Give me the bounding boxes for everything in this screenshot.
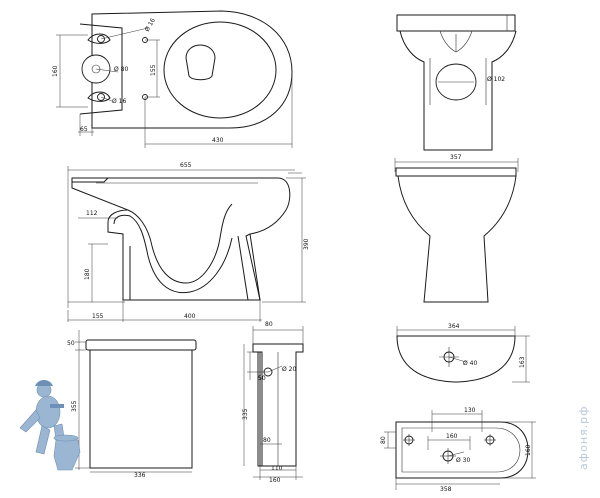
side-dim-155: 155 — [92, 313, 104, 320]
lid-top-dim-130: 130 — [464, 407, 476, 414]
tank-dim-336: 336 — [134, 472, 146, 479]
top-dim-d16-b: Ø 16 — [112, 98, 126, 105]
lid-dim-163: 163 — [519, 356, 526, 368]
lid-top-view: 130 160 Ø 30 80 160 358 — [380, 407, 536, 493]
front-top-view: Ø 102 — [396, 14, 517, 151]
lid-front-view: 364 Ø 40 163 — [396, 323, 530, 383]
top-view: 160 155 Ø 16 Ø 80 Ø 16 65 430 — [52, 10, 293, 148]
front-top-dim-d102: Ø 102 — [487, 76, 505, 83]
side-dim-112: 112 — [86, 210, 98, 217]
top-dim-65: 65 — [80, 126, 88, 133]
lid-dim-364: 364 — [448, 323, 460, 330]
tank-sec-dim-80-bottom: 80 — [263, 437, 271, 444]
watermark: афоня.рф — [577, 405, 590, 470]
lid-dim-d40: Ø 40 — [463, 360, 477, 367]
top-dim-d80: Ø 80 — [114, 66, 128, 73]
front-dim-357: 357 — [450, 154, 462, 161]
lid-top-dim-160-h: 160 — [525, 444, 532, 456]
lid-top-dim-80: 80 — [380, 436, 387, 444]
tank-sec-dim-335: 335 — [242, 408, 249, 420]
tank-sec-dim-80-top: 80 — [265, 321, 273, 328]
side-dim-655: 655 — [180, 162, 192, 169]
front-view: 357 — [394, 154, 519, 303]
top-dim-155: 155 — [150, 64, 157, 76]
lid-top-dim-d30: Ø 30 — [456, 457, 470, 464]
tank-section-view: 80 Ø 20 50 335 80 110 160 — [242, 321, 304, 484]
watermark-text: афоня.рф — [577, 405, 590, 470]
top-dim-430: 430 — [212, 137, 224, 144]
tank-dim-355: 355 — [71, 400, 78, 412]
tank-sec-dim-d20: Ø 20 — [282, 366, 296, 373]
side-dim-180: 180 — [84, 268, 91, 280]
tank-front-view: 50 355 336 — [67, 330, 197, 479]
side-section-view: 655 112 390 180 155 400 — [67, 162, 310, 322]
side-dim-390: 390 — [303, 238, 310, 250]
tank-sec-dim-110: 110 — [271, 465, 283, 472]
side-dim-400: 400 — [184, 313, 196, 320]
lid-top-dim-358: 358 — [440, 486, 452, 493]
plumber-mascot-icon — [19, 380, 81, 471]
lid-top-dim-160: 160 — [446, 433, 458, 440]
top-dim-d16-a: Ø 16 — [144, 17, 157, 33]
top-dim-160: 160 — [52, 65, 59, 77]
tank-sec-dim-160: 160 — [269, 477, 281, 484]
tank-sec-dim-50: 50 — [258, 375, 266, 382]
tank-dim-50: 50 — [67, 340, 75, 347]
